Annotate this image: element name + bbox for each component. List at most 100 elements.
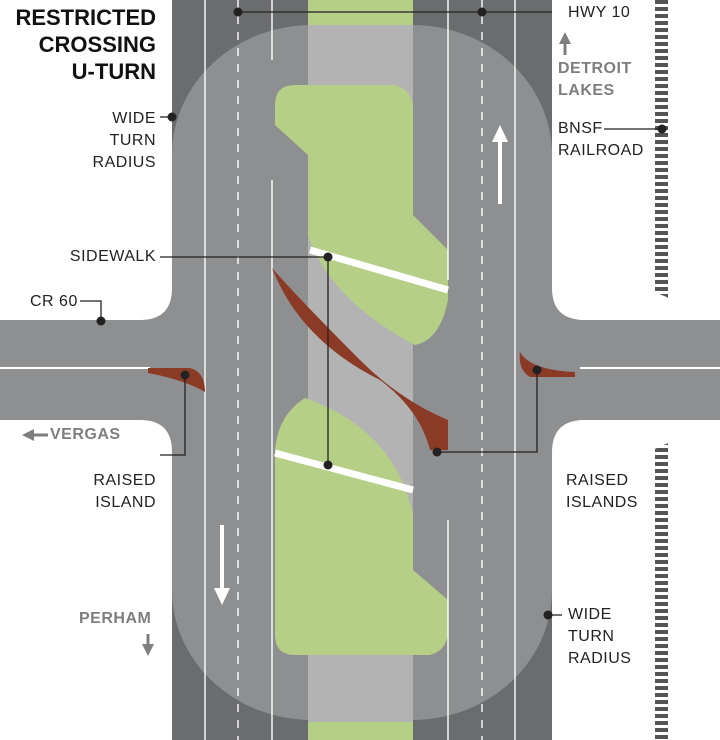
label-line: RADIUS: [568, 650, 632, 667]
title-line: RESTRICTED: [15, 5, 156, 30]
south-direction-arrow-icon: [142, 634, 154, 656]
railroad-tie: [655, 588, 668, 592]
railroad-tie: [655, 280, 668, 284]
label-line: WIDE: [568, 606, 612, 623]
railroad-tie: [655, 490, 668, 494]
leader-dots: [96, 7, 667, 620]
railroad-tie: [655, 98, 668, 102]
railroad-tie: [655, 504, 668, 508]
railroad-tie: [655, 210, 668, 214]
leader-lines: [80, 11, 662, 616]
railroad-tie: [655, 693, 668, 697]
label-line: RAISED: [566, 472, 629, 489]
railroad-tie: [655, 112, 668, 116]
railroad-tie: [655, 42, 668, 46]
railroad-tie: [655, 91, 668, 95]
railroad-tie: [655, 658, 668, 662]
raised-island-diagonal: [272, 268, 448, 450]
railroad-tie: [655, 567, 668, 571]
northbound-arrow-icon: [492, 125, 508, 204]
railroad-tie: [655, 245, 668, 249]
railroad-tie: [655, 35, 668, 39]
railroad-tie: [655, 217, 668, 221]
railroad-tie: [655, 63, 668, 67]
railroad-tie: [655, 511, 668, 515]
perham-label: PERHAM: [79, 610, 152, 627]
raised-islands-label: RAISED ISLANDS: [566, 470, 638, 514]
sidewalk-north: [309, 246, 449, 294]
railroad-tie: [655, 259, 668, 263]
hwy-10-label: HWY 10: [568, 4, 631, 21]
railroad-tie: [655, 539, 668, 543]
railroad-tie: [655, 77, 668, 81]
railroad-tie: [655, 182, 668, 186]
railroad-tie: [655, 273, 668, 277]
railroad-tie: [655, 609, 668, 613]
railroad-tie: [655, 455, 668, 459]
railroad-tie: [655, 476, 668, 480]
railroad-tie: [655, 518, 668, 522]
railroad-tie: [655, 168, 668, 172]
west-direction-arrow-icon: [22, 429, 48, 441]
label-line: WIDE: [112, 110, 156, 127]
railroad-tie: [655, 497, 668, 501]
railroad-tie: [655, 287, 668, 291]
label-line: TURN: [109, 132, 156, 149]
railroad-tie: [655, 546, 668, 550]
label-line: RAISED: [93, 472, 156, 489]
railroad-tie: [655, 105, 668, 109]
railroad-tie: [655, 49, 668, 53]
railroad-tie: [655, 714, 668, 718]
railroad-tie: [655, 707, 668, 711]
railroad-tie: [655, 133, 668, 137]
railroad-tie: [655, 483, 668, 487]
label-line: ISLANDS: [566, 494, 638, 511]
railroad-tie: [655, 161, 668, 165]
railroad-tie: [655, 532, 668, 536]
sidewalk-south: [274, 449, 414, 494]
railroad-tie: [655, 266, 668, 270]
sidewalk-label: SIDEWALK: [69, 248, 156, 265]
railroad-tie: [655, 252, 668, 256]
railroad-tie: [655, 469, 668, 473]
railroad-tie: [655, 644, 668, 648]
railroad-tie: [655, 637, 668, 641]
label-line: BNSF: [558, 120, 603, 137]
railroad-tie: [655, 56, 668, 60]
railroad-tie: [655, 196, 668, 200]
railroad-tie: [655, 630, 668, 634]
railroad-tie: [655, 238, 668, 242]
railroad-tie: [655, 679, 668, 683]
railroad-tie: [655, 721, 668, 725]
railroad-tie: [655, 462, 668, 466]
railroad-tie: [655, 665, 668, 669]
railroad-tie: [655, 735, 668, 739]
southbound-arrow-icon: [214, 525, 230, 605]
diagram-title: RESTRICTED CROSSING U-TURN: [0, 4, 156, 85]
north-direction-arrow-icon: [559, 32, 571, 55]
railroad-tie: [655, 21, 668, 25]
railroad-tie: [655, 28, 668, 32]
railroad-tie: [655, 175, 668, 179]
railroad-tie: [655, 651, 668, 655]
title-line: CROSSING: [38, 32, 156, 57]
railroad-tie: [655, 84, 668, 88]
raised-island-west: [148, 368, 205, 392]
label-line: RAILROAD: [558, 142, 644, 159]
railroad-tie: [655, 581, 668, 585]
railroad-tie: [655, 154, 668, 158]
railroad-tie: [655, 0, 668, 4]
railroad-tie: [655, 14, 668, 18]
railroad-tie: [655, 7, 668, 11]
railroad-tie: [655, 70, 668, 74]
title-line: U-TURN: [71, 59, 156, 84]
bnsf-railroad-label: BNSF RAILROAD: [558, 118, 644, 162]
railroad-tie: [655, 560, 668, 564]
railroad-tie: [655, 140, 668, 144]
railroad-tie: [655, 119, 668, 123]
railroad-tie: [655, 224, 668, 228]
vergas-label: VERGAS: [50, 426, 121, 443]
